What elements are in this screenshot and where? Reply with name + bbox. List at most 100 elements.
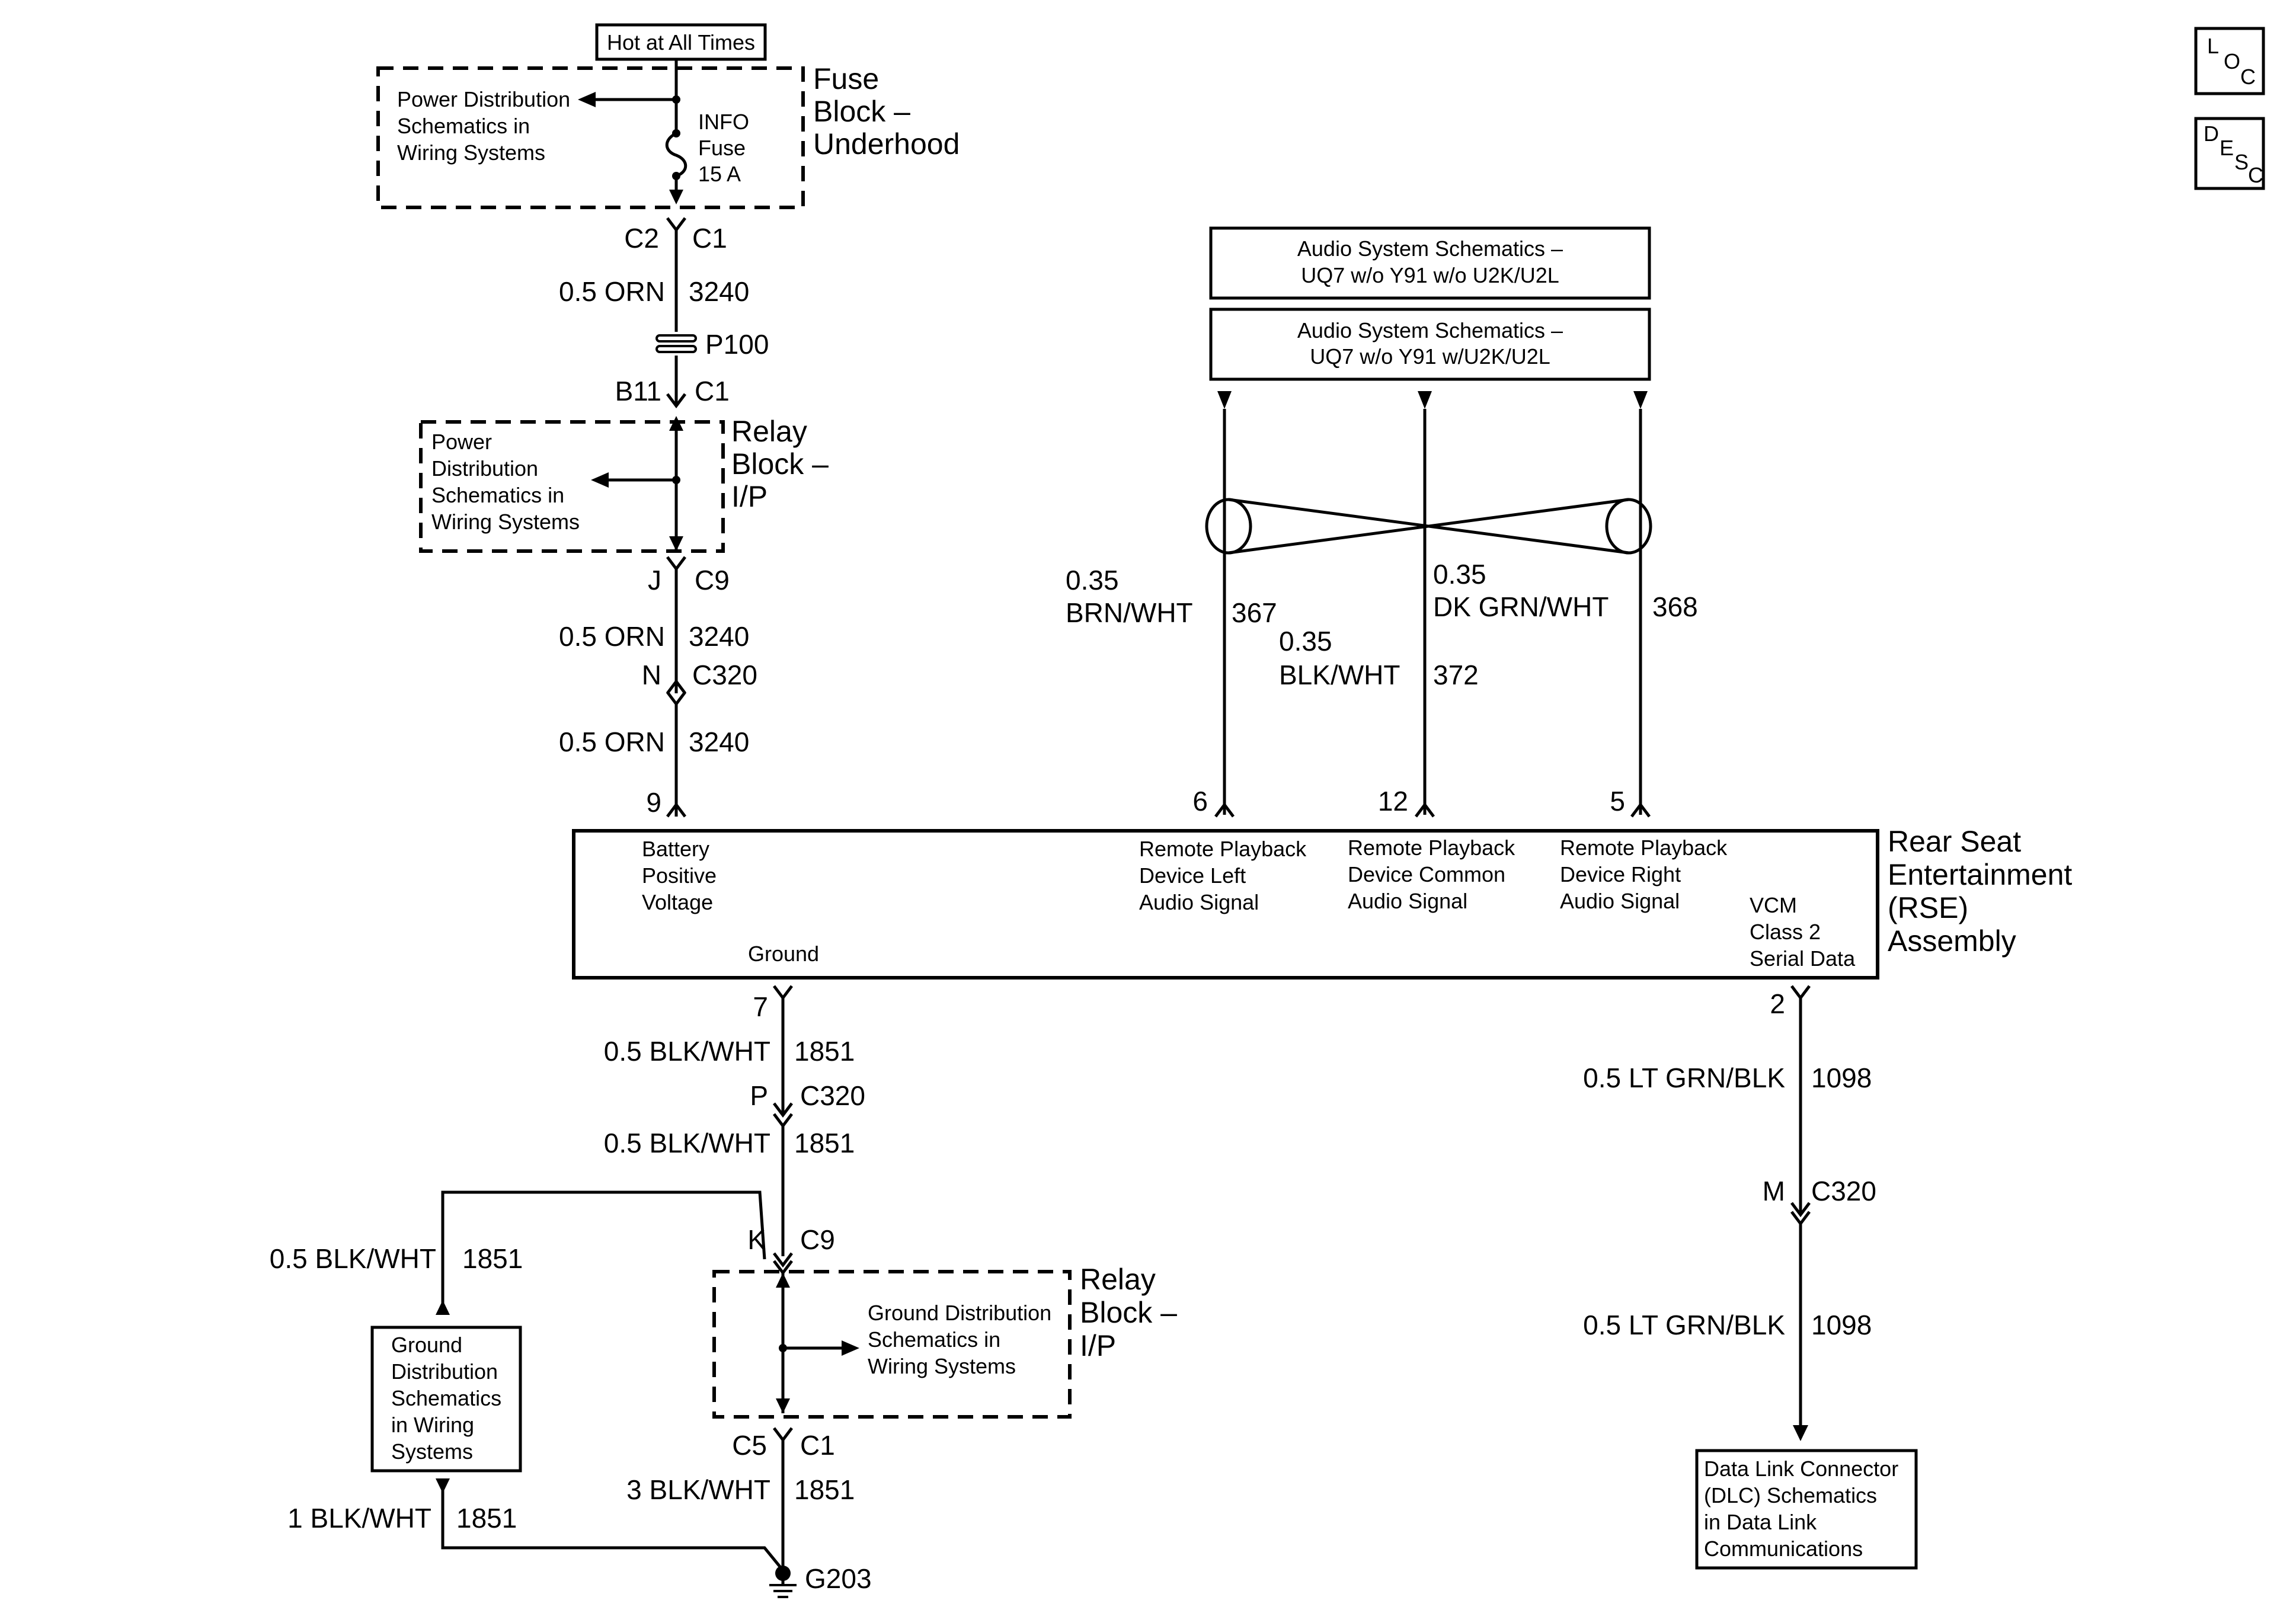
svg-text:(RSE): (RSE) [1888,891,1968,924]
audio-schematics-ref-2[interactable]: Audio System Schematics – UQ7 w/o Y91 w/… [1209,308,1651,381]
svg-text:Entertainment: Entertainment [1888,858,2072,891]
svg-text:Schematics in: Schematics in [868,1327,1000,1352]
svg-text:0.5 BLK/WHT: 0.5 BLK/WHT [604,1036,770,1067]
svg-text:0.35: 0.35 [1279,626,1332,657]
svg-text:C9: C9 [800,1224,835,1255]
svg-text:C320: C320 [1811,1176,1876,1206]
svg-text:Block –: Block – [731,447,829,481]
rse-right-audio: Remote Playback Device Right Audio Signa… [1560,836,1728,913]
svg-text:3240: 3240 [689,621,749,652]
relay-block-ip-bottom: Relay Block – I/P [712,1263,1177,1419]
svg-text:Serial Data: Serial Data [1750,946,1856,971]
wire-1851-e: 1 BLK/WHT 1851 [287,1503,517,1534]
svg-text:1098: 1098 [1811,1062,1872,1093]
svg-text:1851: 1851 [794,1128,855,1158]
svg-text:9: 9 [646,787,661,818]
svg-text:Remote Playback: Remote Playback [1139,837,1307,861]
svg-text:1 BLK/WHT: 1 BLK/WHT [287,1503,431,1534]
wire-3240-c: 0.5 ORN 3240 [559,726,749,757]
hot-at-all-times-label: Hot at All Times [595,23,767,61]
svg-text:DK GRN/WHT: DK GRN/WHT [1433,591,1609,622]
connector-m-c320: M C320 [1763,1176,1876,1227]
wire-1851-c: 0.5 BLK/WHT 1851 [270,1243,523,1274]
svg-text:Block –: Block – [1080,1296,1177,1329]
power-distribution-ref-relay[interactable]: Power Distribution Schematics in Wiring … [431,430,580,534]
svg-text:1098: 1098 [1811,1310,1872,1340]
rse-battery-input: Battery Positive Voltage [642,837,717,914]
svg-text:Systems: Systems [391,1439,473,1464]
rse-ground-label: Ground [748,942,819,966]
twisted-pair-symbol [1205,498,1652,555]
svg-text:368: 368 [1652,591,1698,622]
svg-text:UQ7 w/o Y91 w/o U2K/U2L: UQ7 w/o Y91 w/o U2K/U2L [1301,263,1559,287]
svg-text:Wiring Systems: Wiring Systems [397,140,545,165]
splice-p100: P100 [655,329,769,360]
svg-text:Remote Playback: Remote Playback [1560,836,1728,860]
wire-3240-b: 0.5 ORN 3240 [559,621,749,652]
wire-1851-b: 0.5 BLK/WHT 1851 [604,1128,855,1158]
svg-text:Rear Seat: Rear Seat [1888,825,2021,858]
svg-text:0.5 BLK/WHT: 0.5 BLK/WHT [604,1128,770,1158]
dlc-schematics-ref[interactable]: Data Link Connector (DLC) Schematics in … [1695,1449,1918,1570]
svg-text:C: C [2240,65,2256,89]
svg-text:1851: 1851 [794,1474,855,1505]
rse-assembly: Rear Seat Entertainment (RSE) Assembly [572,825,2072,980]
svg-text:367: 367 [1232,597,1277,628]
svg-text:1851: 1851 [462,1243,523,1274]
svg-text:C5: C5 [732,1430,767,1461]
svg-text:Device Left: Device Left [1139,863,1246,888]
desc-icon[interactable]: D E S C [2194,117,2265,190]
svg-text:C9: C9 [695,565,730,596]
svg-text:Wiring Systems: Wiring Systems [868,1354,1016,1378]
rse-left-audio: Remote Playback Device Left Audio Signal [1139,837,1307,914]
svg-text:1851: 1851 [794,1036,855,1067]
ground-distribution-ref-relay[interactable]: Ground Distribution Schematics in Wiring… [868,1301,1051,1378]
svg-text:Communications: Communications [1704,1537,1863,1561]
svg-text:C1: C1 [800,1430,835,1461]
svg-text:0.35: 0.35 [1433,559,1486,590]
audio-schematics-ref-1[interactable]: Audio System Schematics – UQ7 w/o Y91 w/… [1209,226,1651,300]
fuse-block-underhood: Fuse Block – Underhood [376,62,960,209]
svg-text:Underhood: Underhood [813,127,960,161]
info-fuse: INFO Fuse 15 A [665,100,749,204]
svg-text:P100: P100 [705,329,769,360]
svg-text:3 BLK/WHT: 3 BLK/WHT [626,1474,770,1505]
svg-text:15 A: 15 A [698,162,741,186]
svg-text:S: S [2234,150,2249,174]
connector-c2-c1: C2 C1 [624,217,727,254]
connector-p-c320: P C320 [750,1080,865,1129]
svg-text:I/P: I/P [731,480,768,513]
svg-text:6: 6 [1192,786,1208,817]
loc-icon[interactable]: L O C [2194,27,2265,95]
svg-text:Relay: Relay [1080,1263,1156,1296]
svg-text:C1: C1 [695,376,730,406]
wire-1098-a: 0.5 LT GRN/BLK 1098 [1583,1062,1872,1093]
svg-text:J: J [648,565,661,596]
svg-text:Assembly: Assembly [1888,924,2016,958]
svg-text:M: M [1763,1176,1785,1206]
rse-pin-labels: 9 6 12 5 [646,786,1625,818]
svg-text:Block –: Block – [813,95,910,128]
ground-distribution-ref[interactable]: Ground Distribution Schematics in Wiring… [370,1326,522,1473]
svg-text:Positive: Positive [642,863,717,888]
svg-text:E: E [2220,136,2234,160]
svg-text:UQ7 w/o Y91 w/U2K/U2L: UQ7 w/o Y91 w/U2K/U2L [1310,344,1550,369]
svg-text:0.5 LT GRN/BLK: 0.5 LT GRN/BLK [1583,1310,1785,1340]
svg-text:Class 2: Class 2 [1750,920,1821,944]
svg-text:Ground: Ground [391,1333,462,1357]
svg-text:L: L [2207,34,2219,58]
relay-block-ip-top: Relay Block – I/P [419,415,829,553]
svg-text:0.5 BLK/WHT: 0.5 BLK/WHT [270,1243,436,1274]
svg-text:Wiring Systems: Wiring Systems [431,510,580,534]
svg-text:BLK/WHT: BLK/WHT [1279,660,1400,690]
svg-text:Distribution: Distribution [391,1359,498,1384]
svg-text:K: K [747,1224,766,1255]
svg-text:Power Distribution: Power Distribution [397,87,570,111]
svg-text:INFO: INFO [698,110,749,134]
rse-vcm-serial-data: VCM Class 2 Serial Data [1750,893,1856,971]
power-distribution-ref[interactable]: Power Distribution Schematics in Wiring … [397,87,570,165]
svg-text:BRN/WHT: BRN/WHT [1066,597,1193,628]
wire-367: 0.35 BRN/WHT 367 [1066,565,1277,628]
wire-1851-a: 0.5 BLK/WHT 1851 [604,1036,855,1067]
svg-text:Device Common: Device Common [1348,862,1505,886]
